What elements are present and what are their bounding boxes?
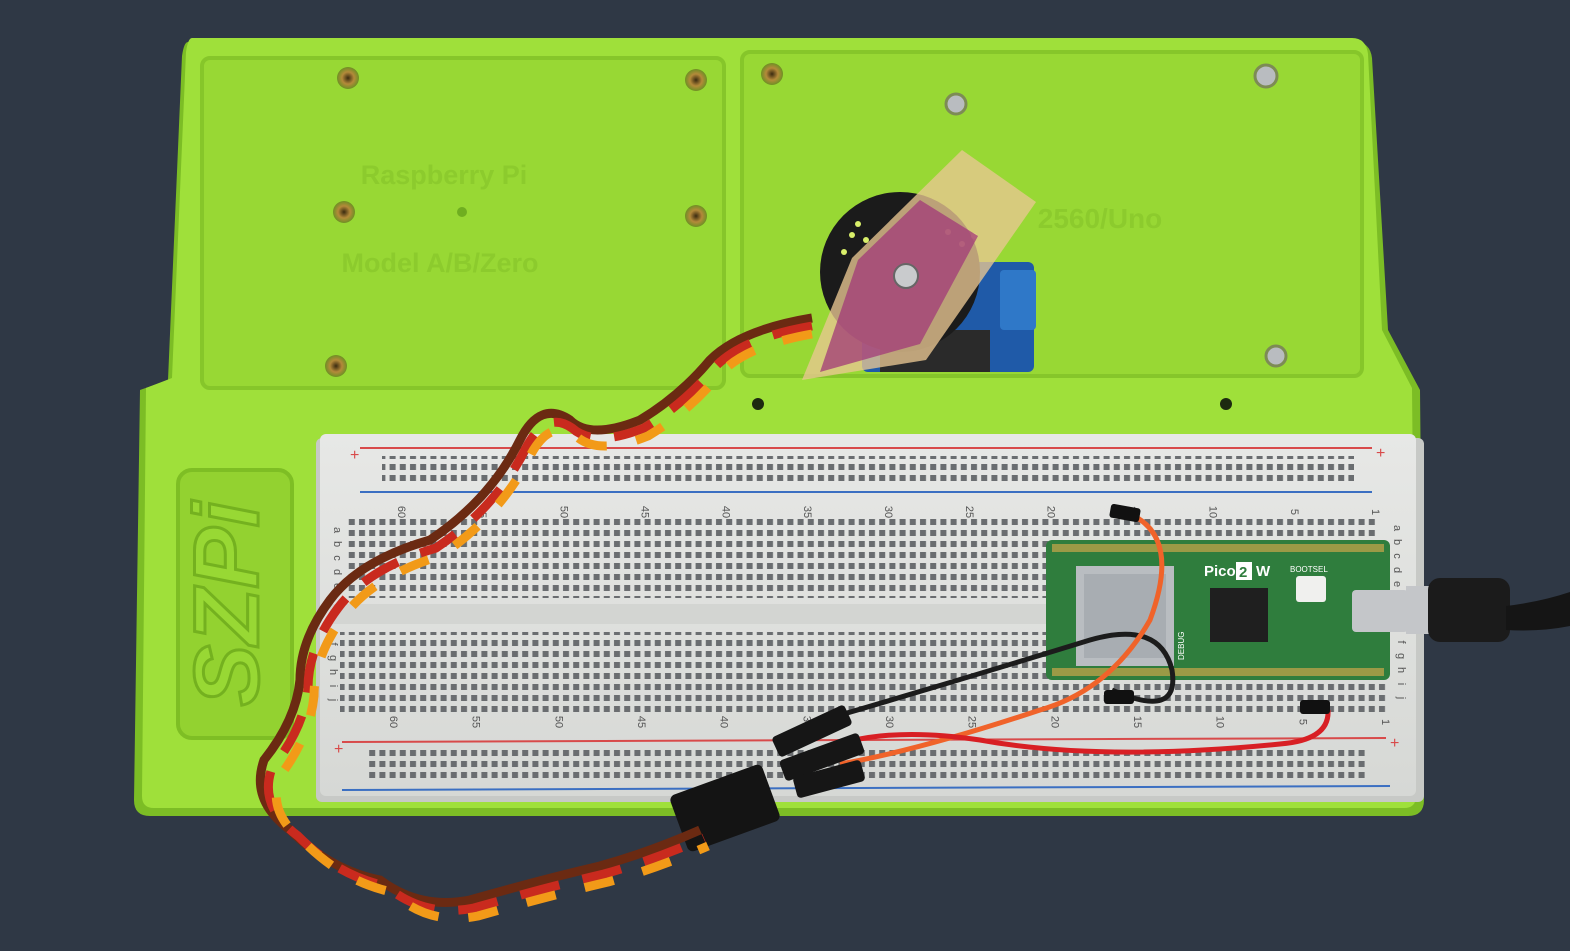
bottom-rail-blue-line	[341, 785, 1391, 791]
servo-cable	[255, 313, 813, 923]
row-letter-label: i	[1395, 683, 1407, 685]
rail-plus-label: +	[1390, 735, 1399, 752]
row-letter-label: a	[1391, 525, 1403, 532]
right-tray-text: 2560/Uno	[1038, 203, 1163, 234]
column-number-label: 45	[635, 716, 647, 728]
pico-model-badge: 2	[1239, 564, 1247, 581]
servo-motor	[802, 150, 1036, 380]
column-number-label: 50	[557, 506, 569, 518]
nut-icon	[337, 67, 359, 89]
rail-plus-label: +	[334, 741, 343, 758]
column-number-label: 20	[1048, 716, 1060, 728]
logo-plate	[176, 468, 294, 740]
hole-icon	[752, 398, 764, 410]
bottom-column-numbers: 605550454035302520151051	[387, 716, 1391, 728]
left-tray-line2: Model A/B/Zero	[341, 248, 538, 278]
bottom-rail-holes	[366, 750, 1366, 780]
bootsel-button	[1296, 576, 1326, 602]
bootsel-label: BOOTSEL	[1290, 565, 1328, 574]
column-number-label: 50	[552, 716, 564, 728]
column-number-label: 1	[1369, 509, 1381, 515]
row-letter-label: f	[327, 642, 339, 646]
column-number-label: 45	[639, 506, 651, 518]
pico-board: Pico 2 W BOOTSEL DEBUG	[1046, 540, 1408, 680]
mounting-nuts	[325, 63, 1288, 410]
usb-port	[1352, 590, 1408, 632]
column-number-label: 10	[1214, 716, 1226, 728]
wire-connector	[772, 705, 852, 757]
servo-screw-icon	[893, 263, 919, 289]
usb-cable	[1406, 578, 1570, 642]
row-letter-label: i	[327, 685, 339, 687]
column-number-label: 40	[720, 506, 732, 518]
wire-connector	[779, 733, 865, 781]
row-letter-label: g	[327, 655, 339, 661]
column-number-label: 20	[1044, 506, 1056, 518]
rail-plus-label: +	[1376, 445, 1385, 462]
left-tray	[200, 56, 726, 390]
screw-icon	[1253, 63, 1279, 89]
row-letter-label: h	[327, 669, 339, 675]
row-letter-label: d	[1391, 567, 1403, 573]
left-tray-line1: Raspberry Pi	[361, 160, 528, 190]
top-rail-holes	[382, 456, 1354, 486]
hole-icon	[457, 207, 467, 217]
wire-connector	[793, 760, 865, 798]
logo-text: SZPi	[176, 499, 278, 706]
row-letter-label: b	[331, 541, 343, 547]
pico-model-label: Pico	[1204, 563, 1236, 580]
column-number-label: 15	[1131, 716, 1143, 728]
orange-wire	[839, 513, 1165, 767]
row-letter-label: j	[1395, 696, 1407, 699]
column-number-label: 30	[882, 506, 894, 518]
column-number-label: 25	[966, 716, 978, 728]
screw-icon	[1264, 344, 1288, 368]
hole-icon	[1220, 398, 1232, 410]
column-number-label: 60	[395, 506, 407, 518]
row-letter-label: c	[1391, 553, 1403, 559]
column-number-label: 5	[1296, 719, 1308, 725]
pico-model-suffix: W	[1256, 563, 1271, 580]
nut-icon	[333, 201, 355, 223]
debug-label: DEBUG	[1177, 632, 1186, 660]
row-letter-label: c	[331, 555, 343, 561]
column-number-label: 55	[470, 716, 482, 728]
column-number-label: 30	[883, 716, 895, 728]
row-letter-label: j	[327, 698, 339, 701]
column-number-label: 60	[387, 716, 399, 728]
nut-icon	[685, 69, 707, 91]
column-number-label: 1	[1379, 719, 1391, 725]
nut-icon	[685, 205, 707, 227]
row-letter-label: b	[1391, 539, 1403, 545]
row-letter-label: h	[1395, 667, 1407, 673]
column-number-label: 10	[1207, 506, 1219, 518]
rp2350-chip	[1210, 588, 1268, 642]
column-number-label: 40	[718, 716, 730, 728]
screw-icon	[944, 92, 968, 116]
nut-icon	[761, 63, 783, 85]
row-letter-label: d	[331, 569, 343, 575]
black-wire	[829, 631, 1176, 721]
column-number-label: 35	[801, 506, 813, 518]
column-number-label: 25	[963, 506, 975, 518]
row-letter-label: a	[331, 527, 343, 534]
row-letter-label: g	[1395, 653, 1407, 659]
row-letter-label: f	[1395, 640, 1407, 644]
red-wire	[845, 709, 1331, 755]
nut-icon	[325, 355, 347, 377]
rail-plus-label: +	[350, 447, 359, 464]
column-number-label: 5	[1288, 509, 1300, 515]
row-letter-label: e	[1391, 581, 1403, 587]
